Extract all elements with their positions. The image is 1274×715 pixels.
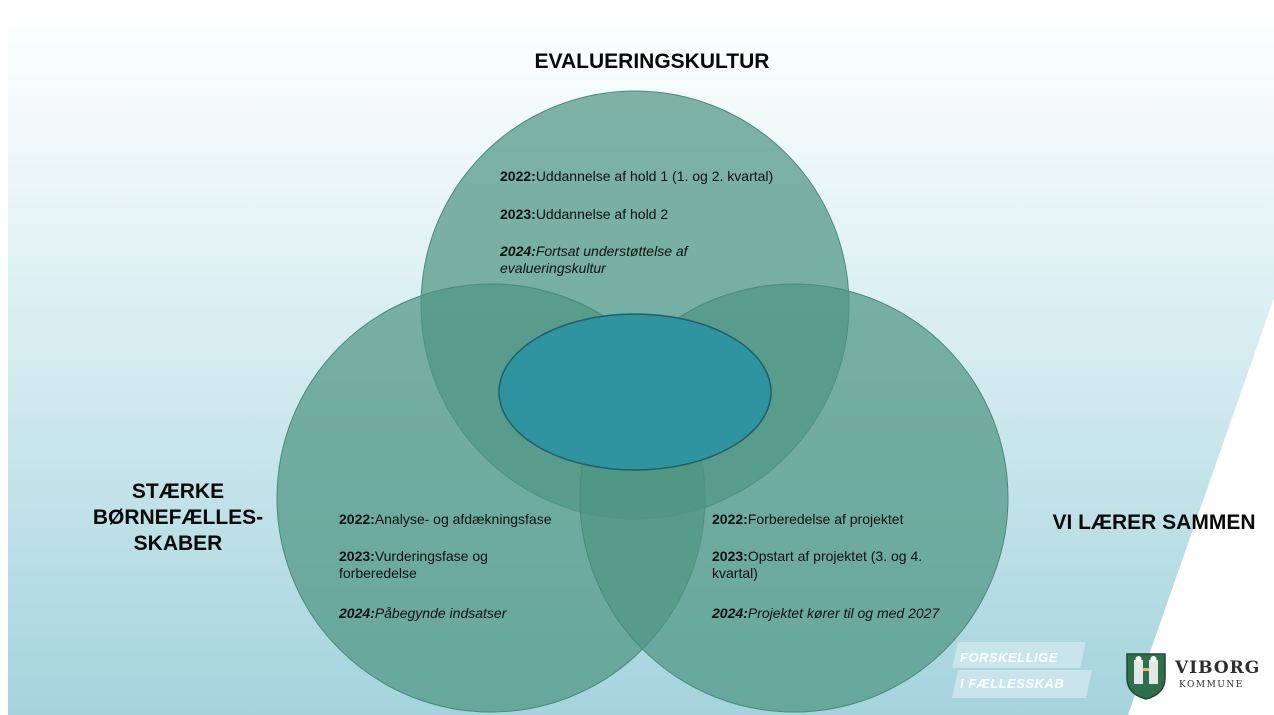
- item-text-cont: kvartal): [712, 565, 758, 581]
- item-text: Projektet kører til og med 2027: [747, 605, 940, 621]
- item-text: Opstart af projektet (3. og 4.: [747, 548, 923, 564]
- item-text: Forberedelse af projektet: [747, 511, 904, 527]
- year-label: 2022:: [500, 168, 536, 184]
- right-circle-item-2022: 2022:Forberedelse af projektet: [712, 511, 903, 528]
- item-text-cont: evalueringskultur: [500, 260, 606, 276]
- year-label: 2023:: [500, 206, 536, 222]
- left-circle-item-2024: 2024:Påbegynde indsatser: [339, 605, 506, 622]
- left-circle-item-2022: 2022:Analyse- og afdækningsfase: [339, 511, 551, 528]
- background-white-slant: [1128, 298, 1274, 715]
- top-circle-item-2024: 2024:Fortsat understøttelse af evaluerin…: [500, 243, 688, 277]
- item-text: Analyse- og afdækningsfase: [374, 511, 552, 527]
- item-text-cont: forberedelse: [339, 565, 417, 581]
- year-label: 2023:: [712, 548, 748, 564]
- center-ellipse: [498, 313, 772, 471]
- slogan-line-2: I FÆLLESSKAB: [960, 676, 1065, 691]
- slide: EVALUERINGSKULTUR STÆRKE BØRNEFÆLLES- SK…: [8, 8, 1274, 715]
- heading-left-line-2: BØRNEFÆLLES-: [92, 506, 264, 529]
- municipality-sub: KOMMUNE: [1179, 680, 1244, 690]
- year-label: 2022:: [712, 511, 748, 527]
- item-text: Fortsat understøttelse af: [535, 243, 688, 259]
- item-text: Uddannelse af hold 1 (1. og 2. kvartal): [535, 168, 774, 184]
- viborg-crest-icon: [1126, 653, 1166, 700]
- heading-left-line-1: STÆRKE: [131, 480, 225, 503]
- municipality-name: VIBORG: [1175, 658, 1261, 678]
- right-circle-item-2024: 2024:Projektet kører til og med 2027: [712, 605, 939, 622]
- year-label: 2024:: [339, 605, 375, 621]
- left-circle-item-2023: 2023:Vurderingsfase og forberedelse: [339, 548, 488, 582]
- item-text: Påbegynde indsatser: [374, 605, 507, 621]
- item-text: Uddannelse af hold 2: [535, 206, 669, 222]
- slogan-line-1: FORSKELLIGE: [960, 650, 1058, 665]
- top-circle-item-2022: 2022:Uddannelse af hold 1 (1. og 2. kvar…: [500, 168, 773, 185]
- year-label: 2024:: [500, 243, 536, 259]
- venn-diagram: [276, 90, 1009, 713]
- heading-left-line-3: SKABER: [133, 532, 223, 555]
- year-label: 2024:: [712, 605, 748, 621]
- right-circle-item-2023: 2023:Opstart af projektet (3. og 4. kvar…: [712, 548, 922, 582]
- year-label: 2022:: [339, 511, 375, 527]
- forskellige-i-faellesskab-logo: FORSKELLIGE I FÆLLESSKAB: [950, 642, 1092, 702]
- heading-vi-laerer-sammen: VI LÆRER SAMMEN: [1052, 511, 1256, 534]
- year-label: 2023:: [339, 548, 375, 564]
- heading-staerke-boernefaellesskaber: STÆRKE BØRNEFÆLLES- SKABER: [78, 479, 278, 557]
- viborg-kommune-logo: VIBORG KOMMUNE: [1125, 650, 1265, 702]
- top-circle-item-2023: 2023:Uddannelse af hold 2: [500, 206, 668, 223]
- heading-evalueringskultur: EVALUERINGSKULTUR: [534, 50, 770, 73]
- item-text: Vurderingsfase og: [374, 548, 488, 564]
